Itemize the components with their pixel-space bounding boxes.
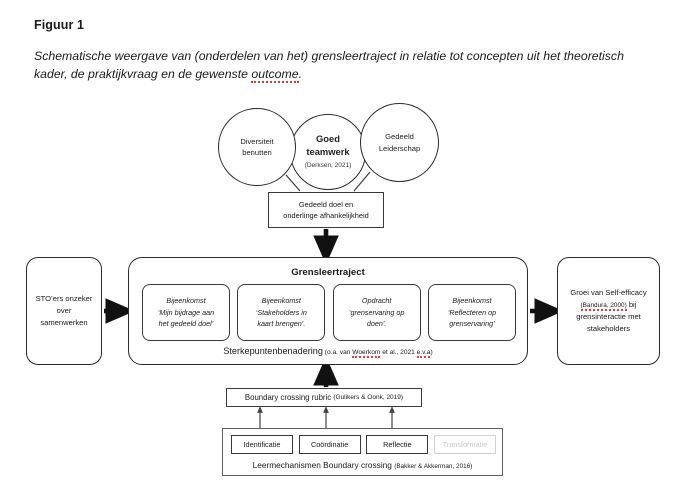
step-4-line2: ‘Reflecteren op xyxy=(447,307,497,317)
citation-post: ) xyxy=(430,349,433,356)
shared-goal-line1: Gedeeld doel en xyxy=(298,199,354,209)
outcome-line1: Groei van Self-efficacy xyxy=(570,287,647,297)
citation-pre: (o.a. van xyxy=(324,349,353,356)
step-1-line3: het gedeeld doel’ xyxy=(158,319,214,329)
shared-goal-line2: onderlinge afhankelijkheid xyxy=(283,211,369,220)
boundary-crossing-rubric-box[interactable]: Boundary crossing rubric (Gulikers & Oon… xyxy=(226,388,422,407)
circle-diversiteit-line2: benutten xyxy=(242,148,272,157)
step-4-line1: Bijeenkomst xyxy=(452,296,492,306)
outcome-line4: stakeholders xyxy=(586,324,631,334)
mechanism-coordinatie[interactable]: Coördinatie xyxy=(298,435,361,454)
mechanism-reflectie-label: Reflectie xyxy=(383,440,412,449)
mechanism-transformatie: Transformatie xyxy=(433,435,496,454)
step-bijeenkomst-1-label: Bijeenkomst ‘Mijn bijdrage aan het gedee… xyxy=(158,295,214,330)
step-bijeenkomst-3[interactable]: Bijeenkomst ‘Reflecteren op grenservarin… xyxy=(427,284,516,341)
circle-gedeeld-leiderschap-label: Gedeeld Leiderschap xyxy=(372,131,427,154)
step-2-line3: kaart brengen’. xyxy=(257,319,306,329)
outcome-citation: (Bandura, 2000) xyxy=(580,301,627,311)
mechanism-transformatie-label: Transformatie xyxy=(442,440,488,449)
grensleertraject-steps: Bijeenkomst ‘Mijn bijdrage aan het gedee… xyxy=(142,284,516,341)
practice-question-box[interactable]: STO’ers onzeker over samenwerken xyxy=(26,257,102,365)
citation-misspelled-woerkom: Woerkom xyxy=(352,349,381,358)
mechanism-coordinatie-label: Coördinatie xyxy=(310,440,349,449)
step-3-line2: ‘grenservaring op xyxy=(348,307,405,317)
step-2-line2: ‘Stakeholders in xyxy=(255,307,307,317)
step-opdracht[interactable]: Opdracht ‘grenservaring op doen’. xyxy=(332,284,421,341)
step-bijeenkomst-2-label: Bijeenkomst ‘Stakeholders in kaart breng… xyxy=(256,295,307,330)
practice-question-line3: samenwerken xyxy=(40,318,88,328)
figure-caption-misspelled-word: outcome xyxy=(251,66,299,83)
figure-caption-text-a: Schematische weergave van (onderdelen va… xyxy=(34,49,624,81)
citation-mid: et al., 2021 xyxy=(380,349,417,356)
circle-gedeeld-leiderschap-line1: Gedeeld xyxy=(385,132,414,142)
shared-goal-box[interactable]: Gedeeld doel en onderlinge afhankelijkhe… xyxy=(268,192,384,228)
sterkepuntenbenadering-footer: Sterkepuntenbenadering (o.a. van Woerkom… xyxy=(129,346,527,358)
mechanism-reflectie[interactable]: Reflectie xyxy=(366,435,429,454)
circle-gedeeld-leiderschap-line2: Leiderschap xyxy=(378,143,421,153)
outcome-box[interactable]: Groei van Self-efficacy (Bandura, 2000) … xyxy=(557,257,660,365)
grensleertraject-title: Grensleertraject xyxy=(291,267,365,278)
step-1-line1: Bijeenkomst xyxy=(166,296,206,306)
leermechanismen-cells: Identificatie Coördinatie Reflectie Tran… xyxy=(231,435,496,454)
leermechanismen-label: Leermechanismen Boundary crossing xyxy=(252,460,392,470)
figure-caption-text-b: . xyxy=(298,66,302,81)
step-3-line3: doen’. xyxy=(366,319,387,329)
circle-gedeeld-leiderschap[interactable]: Gedeeld Leiderschap xyxy=(360,103,439,182)
grensleertraject-container[interactable]: Grensleertraject Bijeenkomst ‘Mijn bijdr… xyxy=(128,257,528,365)
circle-goed-teamwerk[interactable]: Goed teamwerk (Derksen, 2021) xyxy=(290,114,366,190)
outcome-label: Groei van Self-efficacy (Bandura, 2000) … xyxy=(570,287,646,336)
step-bijeenkomst-1[interactable]: Bijeenkomst ‘Mijn bijdrage aan het gedee… xyxy=(142,284,230,341)
circle-goed-teamwerk-citation: (Derksen, 2021) xyxy=(304,161,352,169)
circle-goed-teamwerk-line2: teamwerk xyxy=(306,146,350,158)
figure-caption: Schematische weergave van (onderdelen va… xyxy=(34,48,654,84)
rubric-citation: (Gulikers & Oonk, 2019) xyxy=(333,394,404,401)
practice-question-line2: over xyxy=(56,305,72,315)
practice-question-line1: STO’ers onzeker xyxy=(35,293,93,303)
circle-goed-teamwerk-line1: Goed xyxy=(316,133,340,145)
leermechanismen-container[interactable]: Identificatie Coördinatie Reflectie Tran… xyxy=(222,428,503,476)
citation-misspelled-evа: e.v.a xyxy=(416,349,431,358)
step-bijeenkomst-3-label: Bijeenkomst ‘Reflecteren op grenservarin… xyxy=(448,295,496,330)
leermechanismen-footer: Leermechanismen Boundary crossing (Bakke… xyxy=(223,460,502,470)
mechanism-identificatie-label: Identificatie xyxy=(243,440,281,449)
outcome-line3: grensinteractie met xyxy=(576,312,641,322)
step-4-line3: grenservaring’ xyxy=(449,319,495,329)
sterkepuntenbenadering-citation: (o.a. van Woerkom et al., 2021 e.v.a) xyxy=(323,349,433,358)
shared-goal-label: Gedeeld doel en onderlinge afhankelijkhe… xyxy=(283,199,368,222)
step-opdracht-label: Opdracht ‘grenservaring op doen’. xyxy=(349,295,405,330)
outcome-line2-tail: bij xyxy=(626,299,637,309)
step-1-line2: ‘Mijn bijdrage aan xyxy=(157,307,215,317)
rubric-label: Boundary crossing rubric xyxy=(244,393,332,402)
step-3-line1: Opdracht xyxy=(361,296,392,306)
leermechanismen-citation: (Bakker & Akkerman, 2016) xyxy=(394,463,473,470)
step-2-line1: Bijeenkomst xyxy=(261,296,301,306)
circle-goed-teamwerk-label: Goed teamwerk (Derksen, 2021) xyxy=(298,133,359,170)
circle-diversiteit-label: Diversiteit benutten xyxy=(233,136,280,159)
mechanism-identificatie[interactable]: Identificatie xyxy=(231,435,293,454)
step-bijeenkomst-2[interactable]: Bijeenkomst ‘Stakeholders in kaart breng… xyxy=(237,284,326,341)
figure-label: Figuur 1 xyxy=(34,18,85,32)
circle-diversiteit-benutten[interactable]: Diversiteit benutten xyxy=(218,108,296,186)
circle-diversiteit-line1: Diversiteit xyxy=(240,136,274,146)
practice-question-label: STO’ers onzeker over samenwerken xyxy=(36,293,93,329)
sterkepuntenbenadering-label: Sterkepuntenbenadering xyxy=(223,346,323,356)
